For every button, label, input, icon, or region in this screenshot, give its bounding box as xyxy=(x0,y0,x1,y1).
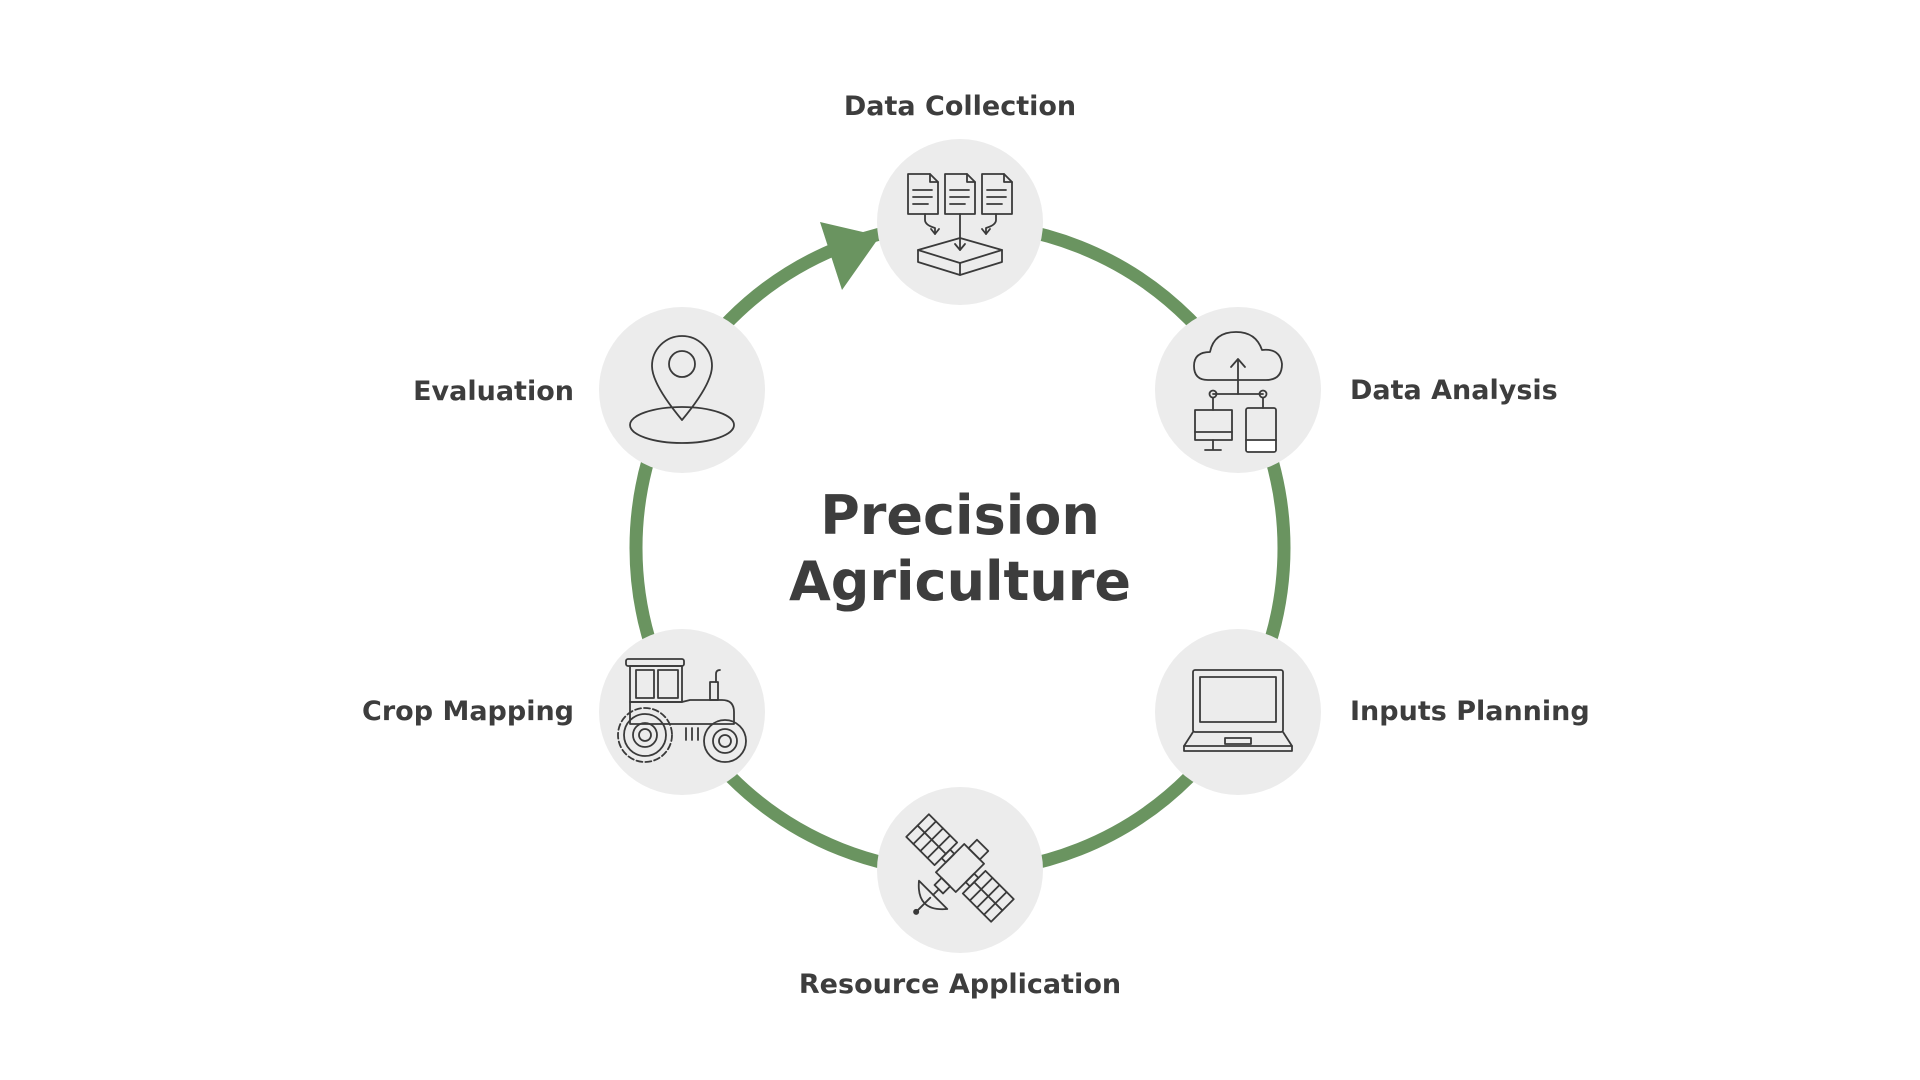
cloud-network-icon xyxy=(1193,331,1283,453)
step-resource-application: Resource Application xyxy=(799,787,1121,1000)
step-label-inputs-planning: Inputs Planning xyxy=(1350,696,1590,727)
laptop-icon xyxy=(1183,669,1293,752)
center-title-line1: Precision xyxy=(820,484,1100,547)
location-pin-icon xyxy=(629,335,735,444)
step-label-crop-mapping: Crop Mapping xyxy=(362,696,574,727)
tractor-icon xyxy=(617,658,747,763)
satellite-icon xyxy=(905,813,1015,923)
step-crop-mapping: Crop Mapping xyxy=(362,629,765,795)
step-label-resource-application: Resource Application xyxy=(799,969,1121,1000)
step-inputs-planning: Inputs Planning xyxy=(1155,629,1590,795)
step-data-collection: Data Collection xyxy=(844,91,1076,305)
center-title-line2: Agriculture xyxy=(789,550,1131,613)
documents-tray-icon xyxy=(907,173,1013,276)
step-data-analysis: Data Analysis xyxy=(1155,307,1558,473)
step-label-data-collection: Data Collection xyxy=(844,91,1076,122)
step-label-evaluation: Evaluation xyxy=(413,376,574,407)
cycle-arrowhead xyxy=(820,222,880,290)
step-evaluation: Evaluation xyxy=(413,307,765,473)
step-label-data-analysis: Data Analysis xyxy=(1350,375,1558,406)
